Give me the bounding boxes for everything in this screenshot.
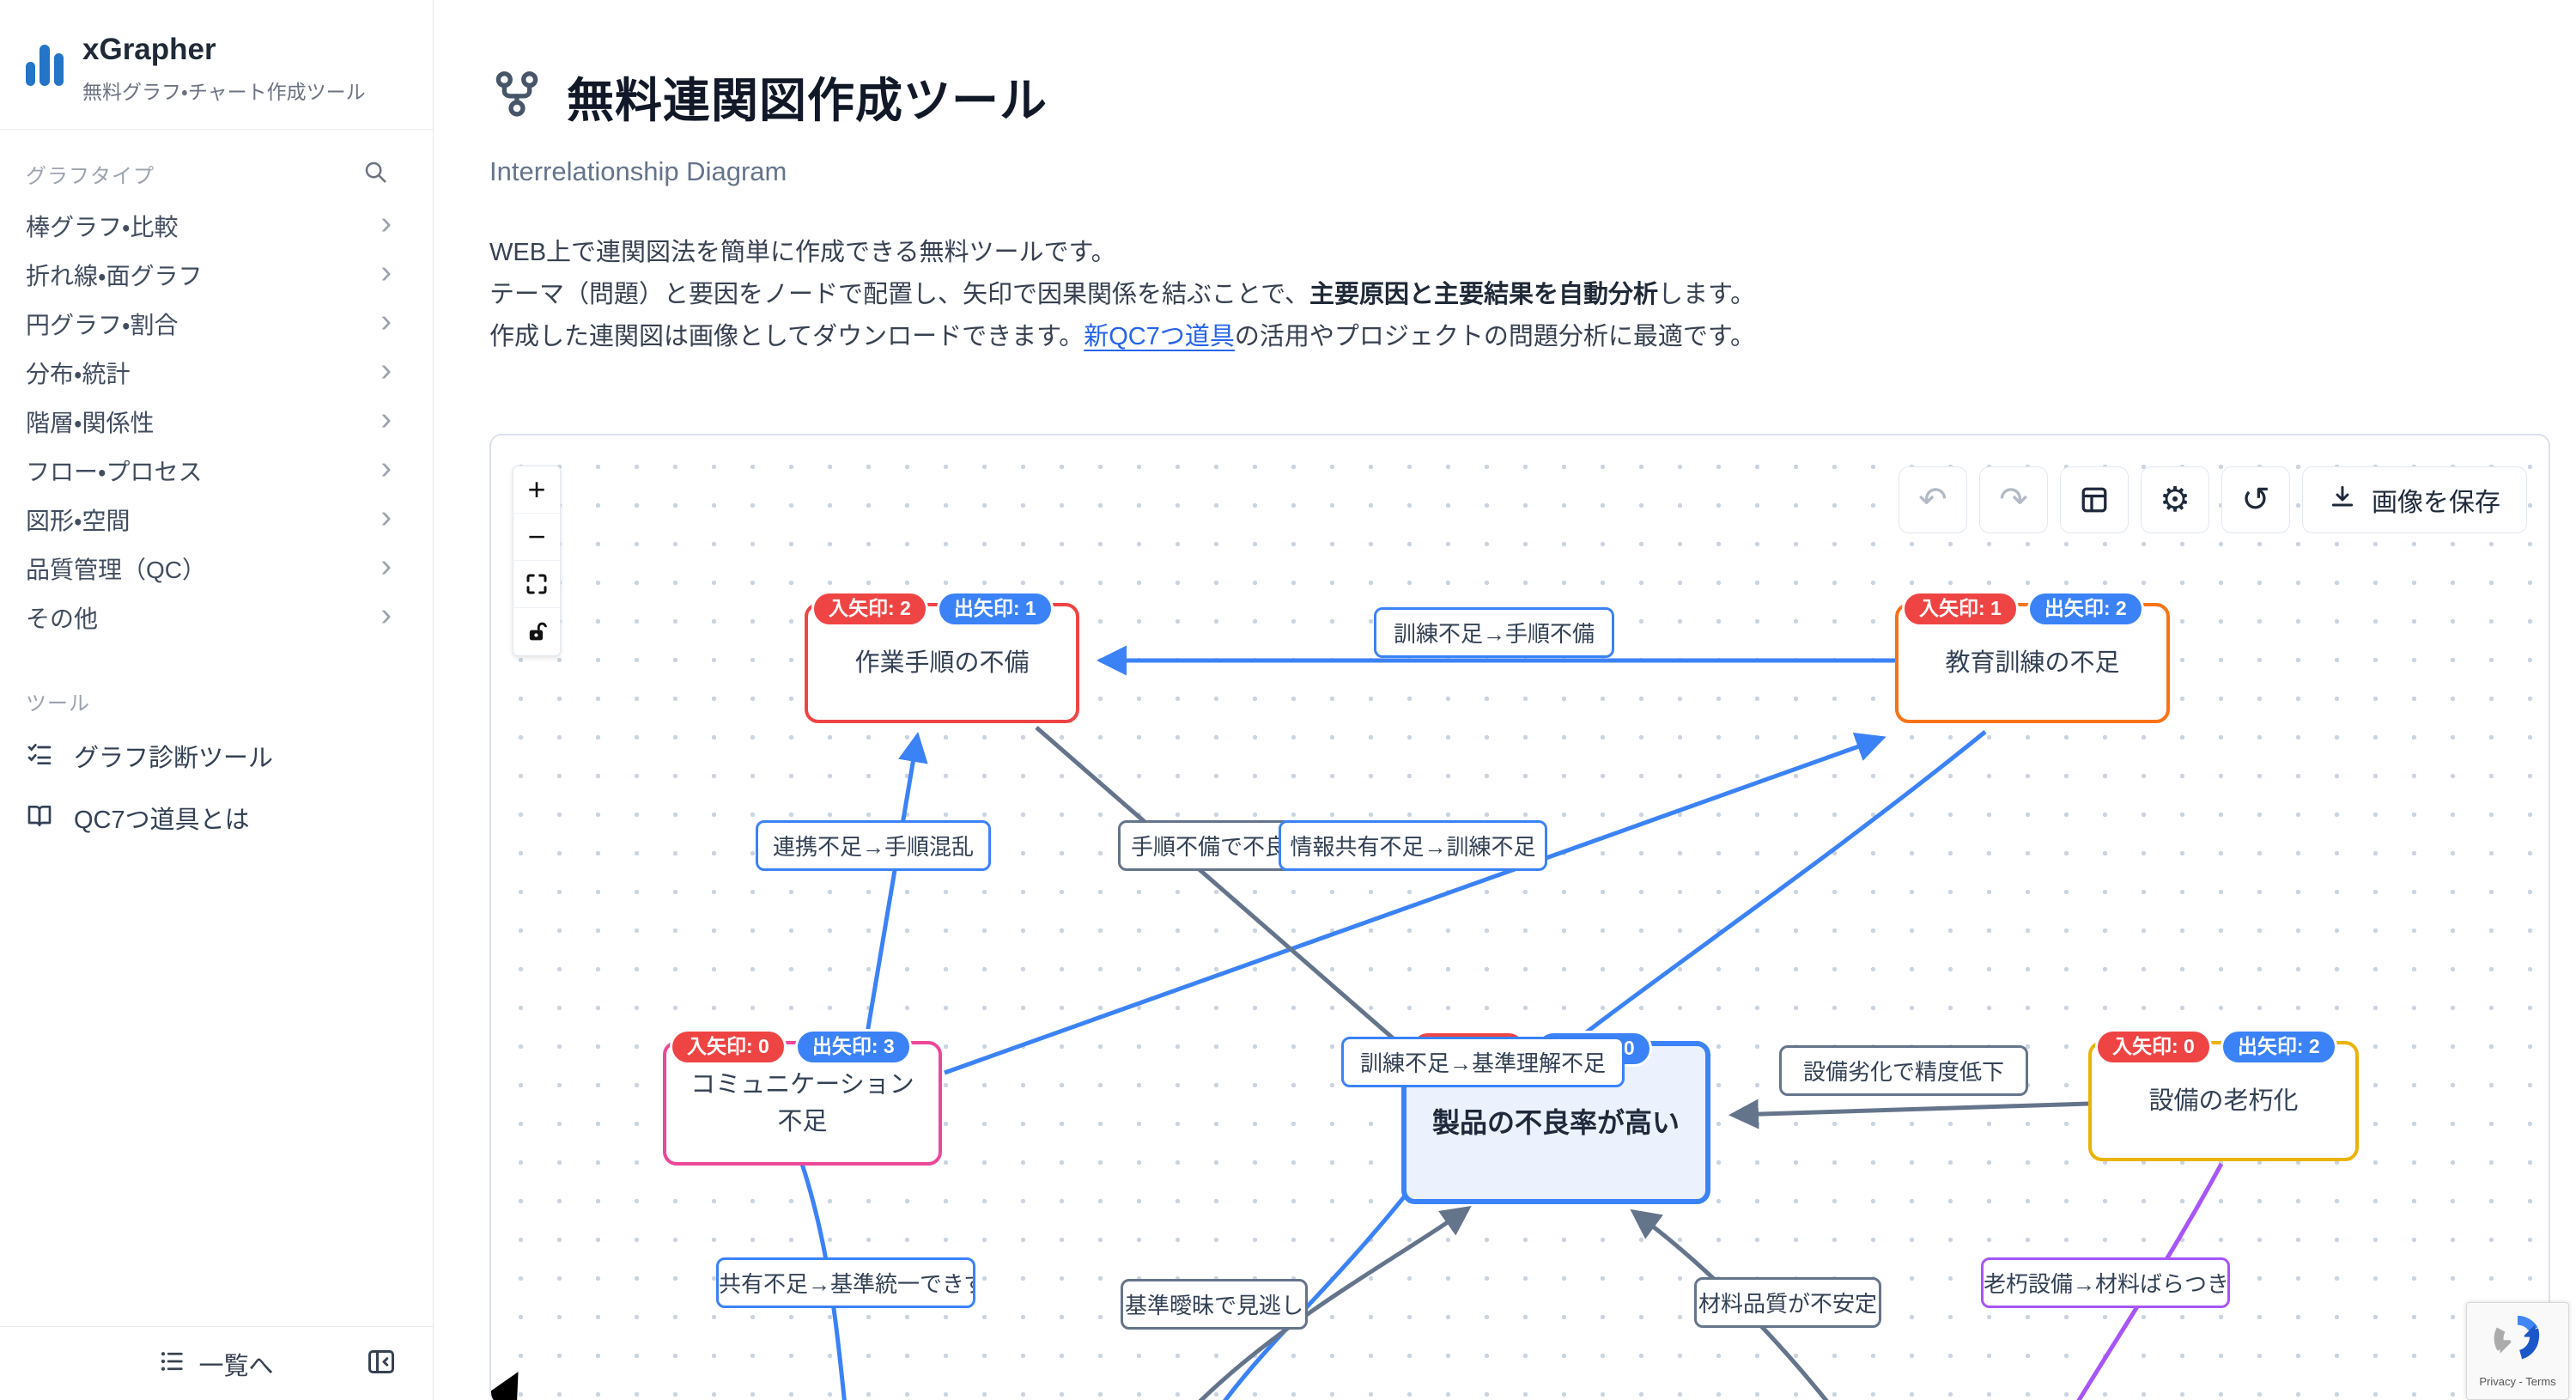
edge-label[interactable]: 訓練不足→基準理解不足 xyxy=(1341,1037,1625,1087)
edge-equipment-to-defect[interactable] xyxy=(1728,1099,2089,1129)
redo-button[interactable]: ↷ xyxy=(1979,466,2048,533)
sidebar-item-qc[interactable]: 品質管理（QC）› xyxy=(26,547,392,584)
edge-procedure-to-defect[interactable] xyxy=(1035,726,1419,1061)
out-arrow-badge: 出矢印: 3 xyxy=(794,1029,912,1065)
collapse-sidebar-icon[interactable] xyxy=(366,1346,397,1381)
tools-label: ツール xyxy=(26,692,90,716)
recaptcha-icon xyxy=(2493,1314,2543,1368)
page-description: WEB上で連関図法を簡単に作成できる無料ツールです。 テーマ（問題）と要因をノー… xyxy=(489,239,1756,350)
edge-label[interactable]: 手順不備で不良 xyxy=(1118,820,1300,871)
sidebar-item-flow-process[interactable]: フロー・プロセス› xyxy=(26,449,392,486)
edge-label[interactable]: 基準曖昧で見逃し xyxy=(1121,1279,1308,1330)
in-arrow-badge: 入矢印: 0 xyxy=(670,1029,787,1065)
sidebar-item-qc7-about[interactable]: QC7つ道具とは xyxy=(0,787,433,849)
in-arrow-badge: 入矢印: 0 xyxy=(2095,1029,2212,1065)
canvas-toolbar: ↶ ↷ ⚙ ↺ 画像を保存 xyxy=(1899,466,2527,533)
node-label: 教育訓練の不足 xyxy=(1945,648,2120,677)
edge-label[interactable]: 情報共有不足→訓練不足 xyxy=(1279,820,1547,871)
edge-communication-to-training[interactable] xyxy=(944,732,1886,1075)
edge-communication-to-procedure[interactable] xyxy=(864,732,928,1039)
edge-label[interactable]: 連携不足→手順混乱 xyxy=(756,820,991,871)
recaptcha-privacy-terms[interactable]: Privacy - Terms xyxy=(2479,1375,2556,1388)
chevron-right-icon: › xyxy=(380,547,392,584)
search-icon[interactable] xyxy=(362,159,388,189)
node-label: 設備の老朽化 xyxy=(2148,1087,2299,1115)
sidebar-footer: 一覧へ xyxy=(0,1326,433,1400)
save-image-button[interactable]: 画像を保存 xyxy=(2302,466,2527,533)
chevron-right-icon: › xyxy=(380,449,392,486)
chevron-right-icon: › xyxy=(380,253,392,290)
main-content: 無料連関図作成ツール Interrelationship Diagram WEB… xyxy=(434,0,2576,1400)
node-label: 製品の不良率が高い xyxy=(1431,1106,1680,1138)
edge-label[interactable]: 老朽設備→材料ばらつき xyxy=(1981,1257,2230,1308)
edge-label[interactable]: 設備劣化で精度低下 xyxy=(1779,1045,2028,1096)
canvas-zoom-controls: + − xyxy=(513,466,561,656)
edge-standard-to-defect[interactable] xyxy=(1195,1205,1472,1400)
sidebar-item-distribution-stats[interactable]: 分布・統計› xyxy=(26,351,392,388)
download-icon xyxy=(2329,483,2356,517)
recaptcha-badge[interactable]: Privacy - Terms xyxy=(2466,1302,2569,1400)
qc7-link[interactable]: 新QC7つ道具 xyxy=(1084,323,1235,350)
back-to-list-link[interactable]: 一覧へ xyxy=(159,1346,274,1382)
zoom-out-button[interactable]: − xyxy=(513,514,560,561)
undo-button[interactable]: ↶ xyxy=(1899,466,1967,533)
graph-type-menu: 棒グラフ・比較› 折れ線・面グラフ› 円グラフ・割合› 分布・統計› 階層・関係… xyxy=(0,201,433,642)
sidebar-item-other[interactable]: その他› xyxy=(26,596,392,633)
bar-chart-logo-icon xyxy=(26,38,64,86)
logo[interactable]: xGrapher 無料グラフ・チャート作成ツール xyxy=(0,0,433,129)
edge-label[interactable]: 材料品質が不安定 xyxy=(1694,1277,1881,1328)
sidebar-item-pie-ratio[interactable]: 円グラフ・割合› xyxy=(26,302,392,339)
sidebar-item-diagnosis-tool[interactable]: グラフ診断ツール xyxy=(0,725,433,787)
sidebar-item-bar-compare[interactable]: 棒グラフ・比較› xyxy=(26,204,392,241)
chevron-right-icon: › xyxy=(380,351,392,388)
workflow-icon xyxy=(489,67,544,126)
settings-gear-button[interactable]: ⚙ xyxy=(2141,466,2209,533)
chevron-right-icon: › xyxy=(380,400,392,437)
chevron-right-icon: › xyxy=(380,596,392,633)
node-label: コミュニケーション不足 xyxy=(690,1071,914,1135)
chevron-right-icon: › xyxy=(380,302,392,339)
graph-types-label: グラフタイプ xyxy=(26,165,155,189)
out-arrow-badge: 出矢印: 2 xyxy=(2220,1029,2337,1065)
chevron-right-icon: › xyxy=(380,498,392,535)
edges-layer xyxy=(799,645,2224,1400)
book-icon xyxy=(26,802,53,834)
sidebar: xGrapher 無料グラフ・チャート作成ツール グラフタイプ 棒グラフ・比較›… xyxy=(0,0,434,1400)
edge-label[interactable]: 訓練不足→手順不備 xyxy=(1374,607,1614,658)
sidebar-item-shape-space[interactable]: 図形・空間› xyxy=(26,498,392,535)
lock-toggle-button[interactable] xyxy=(513,608,560,655)
reset-button[interactable]: ↺ xyxy=(2221,466,2290,533)
in-arrow-badge: 入矢印: 2 xyxy=(811,591,928,627)
divider xyxy=(0,129,433,131)
layout-panel-button[interactable] xyxy=(2060,466,2129,533)
edge-label[interactable]: 共有不足→基準統一できず xyxy=(716,1257,975,1308)
chevron-right-icon: › xyxy=(380,204,392,241)
checklist-icon xyxy=(26,740,53,772)
in-arrow-badge: 入矢印: 1 xyxy=(1902,591,2019,627)
node-label: 作業手順の不備 xyxy=(854,648,1030,677)
zoom-in-button[interactable]: + xyxy=(513,466,560,514)
list-icon xyxy=(159,1348,185,1379)
out-arrow-badge: 出矢印: 1 xyxy=(936,591,1054,627)
app-subtitle: 無料グラフ・チャート作成ツール xyxy=(82,81,366,104)
app-title: xGrapher xyxy=(82,33,216,66)
page-subtitle: Interrelationship Diagram xyxy=(489,156,787,186)
fit-view-button[interactable] xyxy=(513,561,560,608)
page-title: 無料連関図作成ツール xyxy=(567,74,1048,127)
out-arrow-badge: 出矢印: 2 xyxy=(2026,591,2144,627)
sidebar-item-line-area[interactable]: 折れ線・面グラフ› xyxy=(26,253,392,290)
sidebar-item-hierarchy-relation[interactable]: 階層・関係性› xyxy=(26,400,392,437)
